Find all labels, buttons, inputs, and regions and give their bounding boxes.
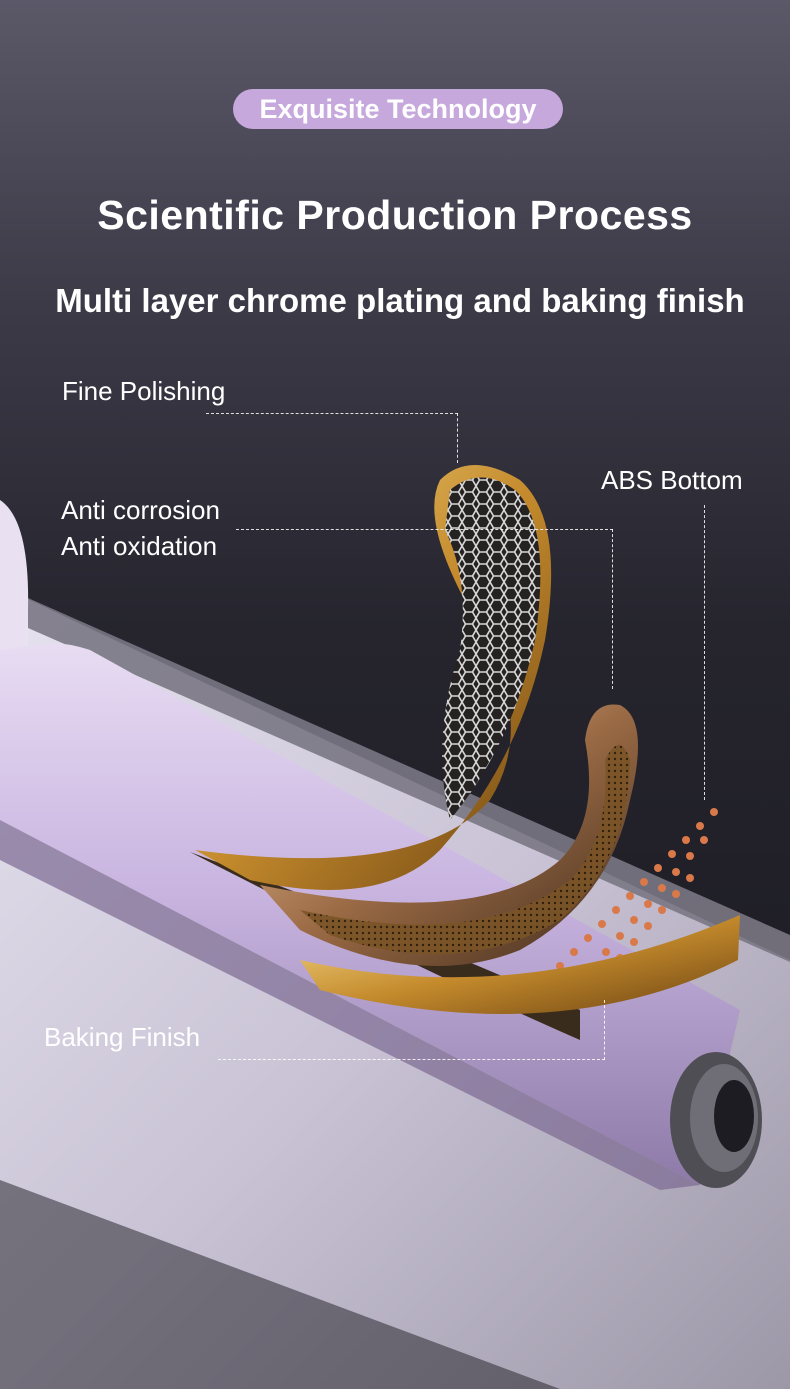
callout-anti-corrosion: Anti corrosion: [61, 495, 220, 525]
gold-base-lip: [300, 915, 740, 1014]
callout-anti-oxidation: Anti oxidation: [61, 531, 218, 561]
section-badge: Exquisite Technology: [233, 89, 563, 129]
callout-fine-polishing: Fine Polishing: [62, 376, 226, 406]
countertop-shadow: [0, 1180, 560, 1389]
hex-mesh-layer: [442, 477, 541, 820]
callout-abs-bottom: ABS Bottom: [601, 465, 743, 495]
leader-line-anti-corrosion: [236, 529, 613, 530]
callout-baking-finish: Baking Finish: [44, 1022, 201, 1052]
pipe-underside: [0, 820, 700, 1190]
leader-line-abs-bottom: [704, 505, 705, 800]
page-title: Scientific Production Process: [97, 192, 693, 238]
leader-line-baking-finish: [218, 1059, 605, 1060]
page-subtitle: Multi layer chrome plating and baking fi…: [55, 282, 745, 319]
leader-line-fine-polishing: [206, 413, 458, 414]
